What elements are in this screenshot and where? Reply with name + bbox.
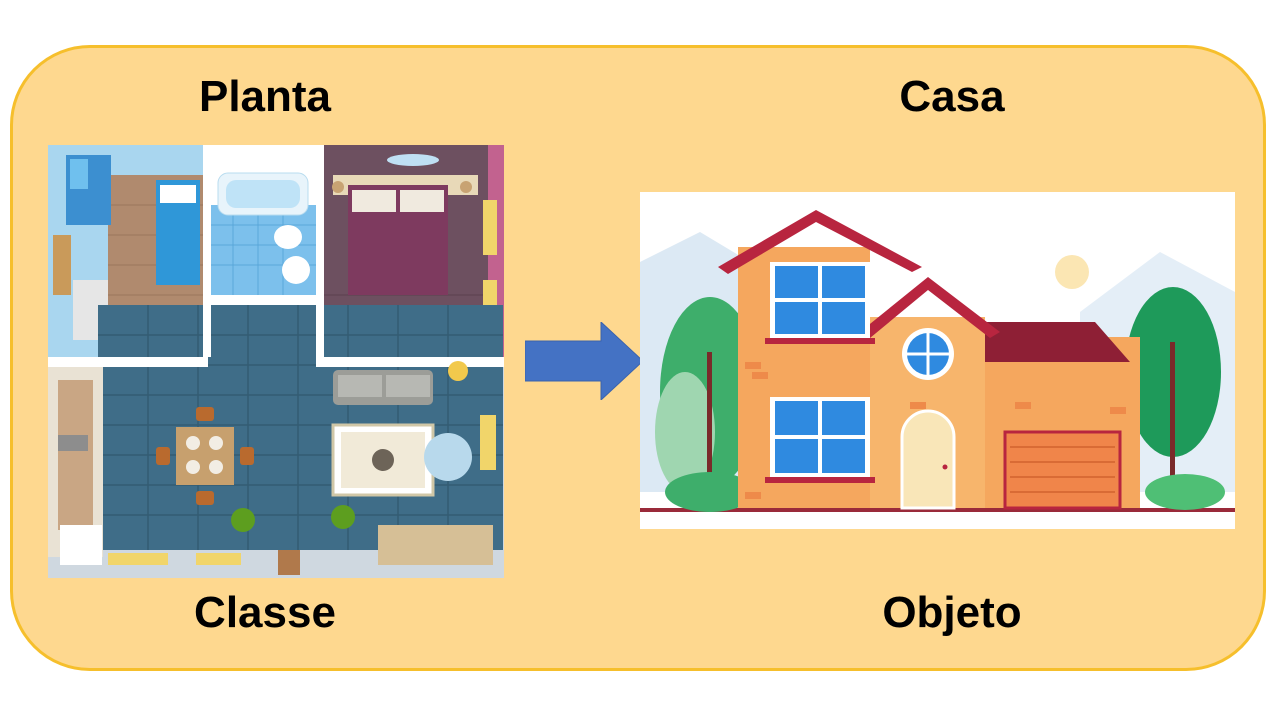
right-arrow-icon xyxy=(525,322,643,400)
floor-plan-image xyxy=(48,145,504,578)
label-objeto: Objeto xyxy=(882,588,1022,637)
label-casa: Casa xyxy=(899,72,1005,121)
label-planta: Planta xyxy=(198,72,332,121)
label-classe: Classe xyxy=(194,588,336,637)
house-image xyxy=(640,192,1235,529)
